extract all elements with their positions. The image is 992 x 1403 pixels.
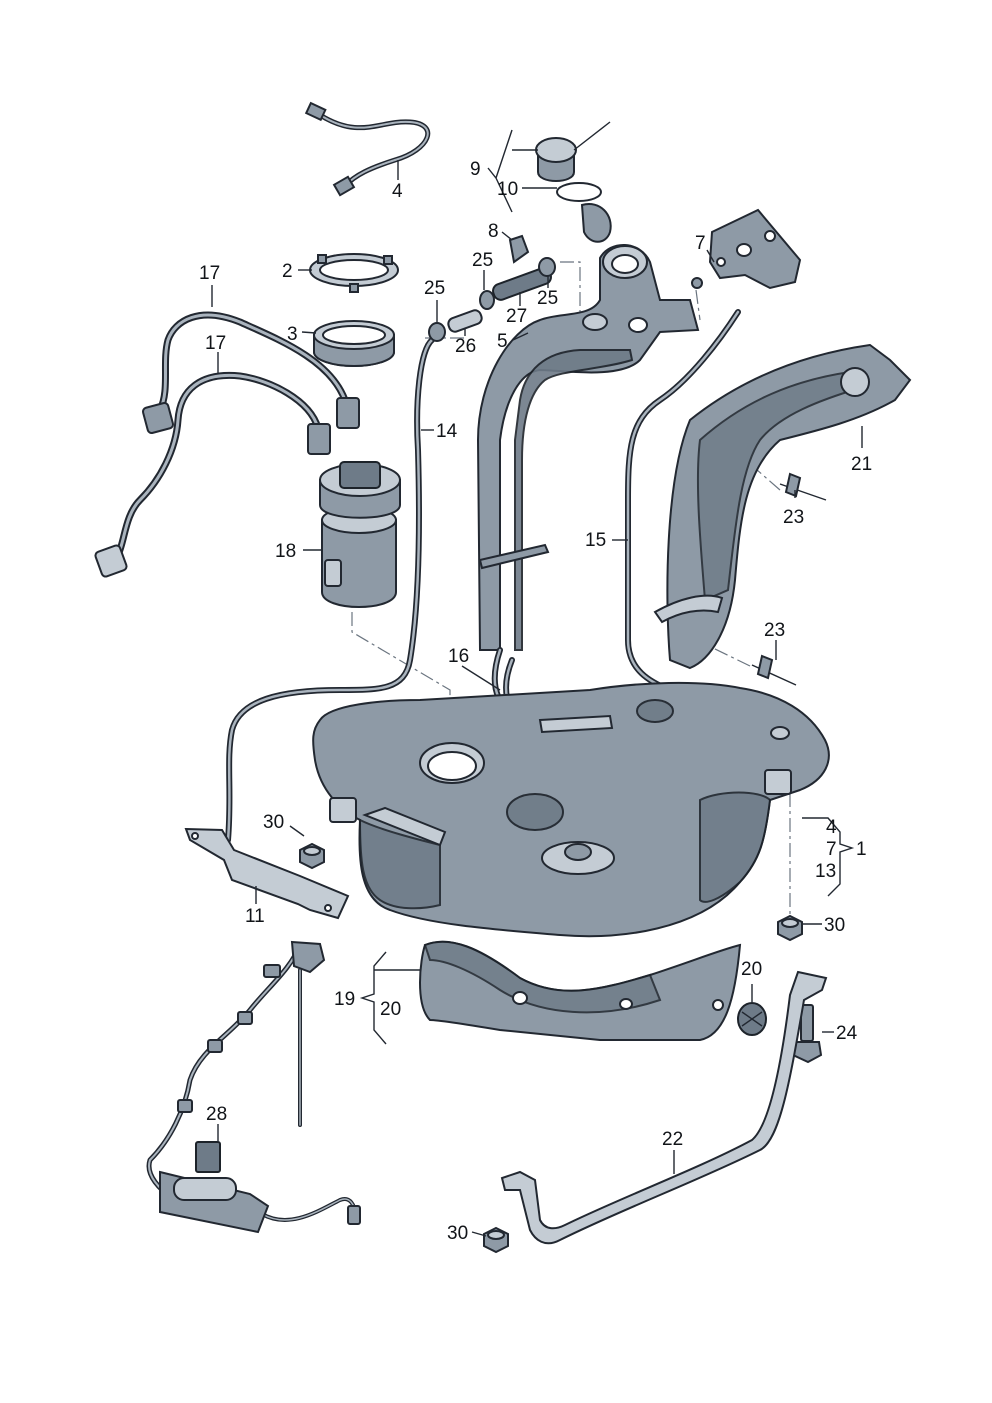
mounting-bracket	[691, 208, 802, 290]
bolt	[791, 1004, 823, 1064]
wiring-harness	[146, 940, 361, 1234]
callout-15: 15	[585, 530, 606, 551]
callout-30-a: 30	[263, 812, 284, 833]
callout-23-a: 23	[783, 507, 804, 528]
seal-ring	[313, 320, 395, 367]
callout-30-b: 30	[824, 915, 845, 936]
callout-1: 1	[856, 839, 867, 860]
callout-3: 3	[287, 324, 298, 345]
callout-18: 18	[275, 541, 296, 562]
callout-25-b: 25	[472, 250, 493, 271]
heat-shield-right	[653, 343, 912, 670]
fuel-tank	[312, 681, 830, 938]
callout-23-b: 23	[764, 620, 785, 641]
callout-4-cable: 4	[392, 181, 403, 202]
callout-7-group: 7	[826, 839, 837, 860]
callout-22: 22	[662, 1129, 683, 1150]
callout-17-a: 17	[199, 263, 220, 284]
locking-ring	[309, 253, 399, 293]
callout-4-group: 4	[826, 817, 837, 838]
callout-25-c: 25	[537, 288, 558, 309]
callout-20-grommet: 20	[741, 959, 762, 980]
callout-20-group: 20	[380, 999, 401, 1020]
fuel-supply-lines	[94, 311, 360, 578]
tank-strap	[500, 970, 828, 1245]
callout-30-c: 30	[447, 1223, 468, 1244]
fuel-pump-module	[319, 461, 401, 608]
leader-lines	[211, 129, 863, 1237]
vent-line	[225, 337, 435, 843]
callout-9: 9	[470, 159, 481, 180]
callout-14: 14	[436, 421, 458, 442]
callout-11: 11	[245, 906, 265, 927]
callout-7-bracket: 7	[695, 233, 706, 254]
callout-labels: 4 2 3 17 17 18 14 25 26 25 27 25 8 5 9 1…	[199, 159, 872, 1244]
callout-13: 13	[815, 861, 836, 882]
callout-17-b: 17	[205, 333, 226, 354]
callout-24: 24	[836, 1023, 858, 1044]
callout-8: 8	[488, 221, 499, 242]
callout-2: 2	[282, 261, 293, 282]
callout-10: 10	[497, 179, 518, 200]
callout-27: 27	[506, 306, 527, 327]
push-rivets	[751, 472, 827, 686]
underbody-heat-shield	[419, 940, 767, 1041]
callout-19: 19	[334, 989, 355, 1010]
callout-21: 21	[851, 454, 872, 475]
callout-5: 5	[497, 331, 508, 352]
filler-neck	[476, 244, 700, 651]
callout-16: 16	[448, 646, 469, 667]
callout-25-a: 25	[424, 278, 445, 299]
support-plate	[184, 827, 350, 920]
nuts	[299, 842, 803, 1254]
callout-26: 26	[455, 336, 476, 357]
filler-cap	[535, 121, 612, 243]
sensor-cable	[304, 101, 431, 197]
callout-28: 28	[206, 1104, 227, 1125]
